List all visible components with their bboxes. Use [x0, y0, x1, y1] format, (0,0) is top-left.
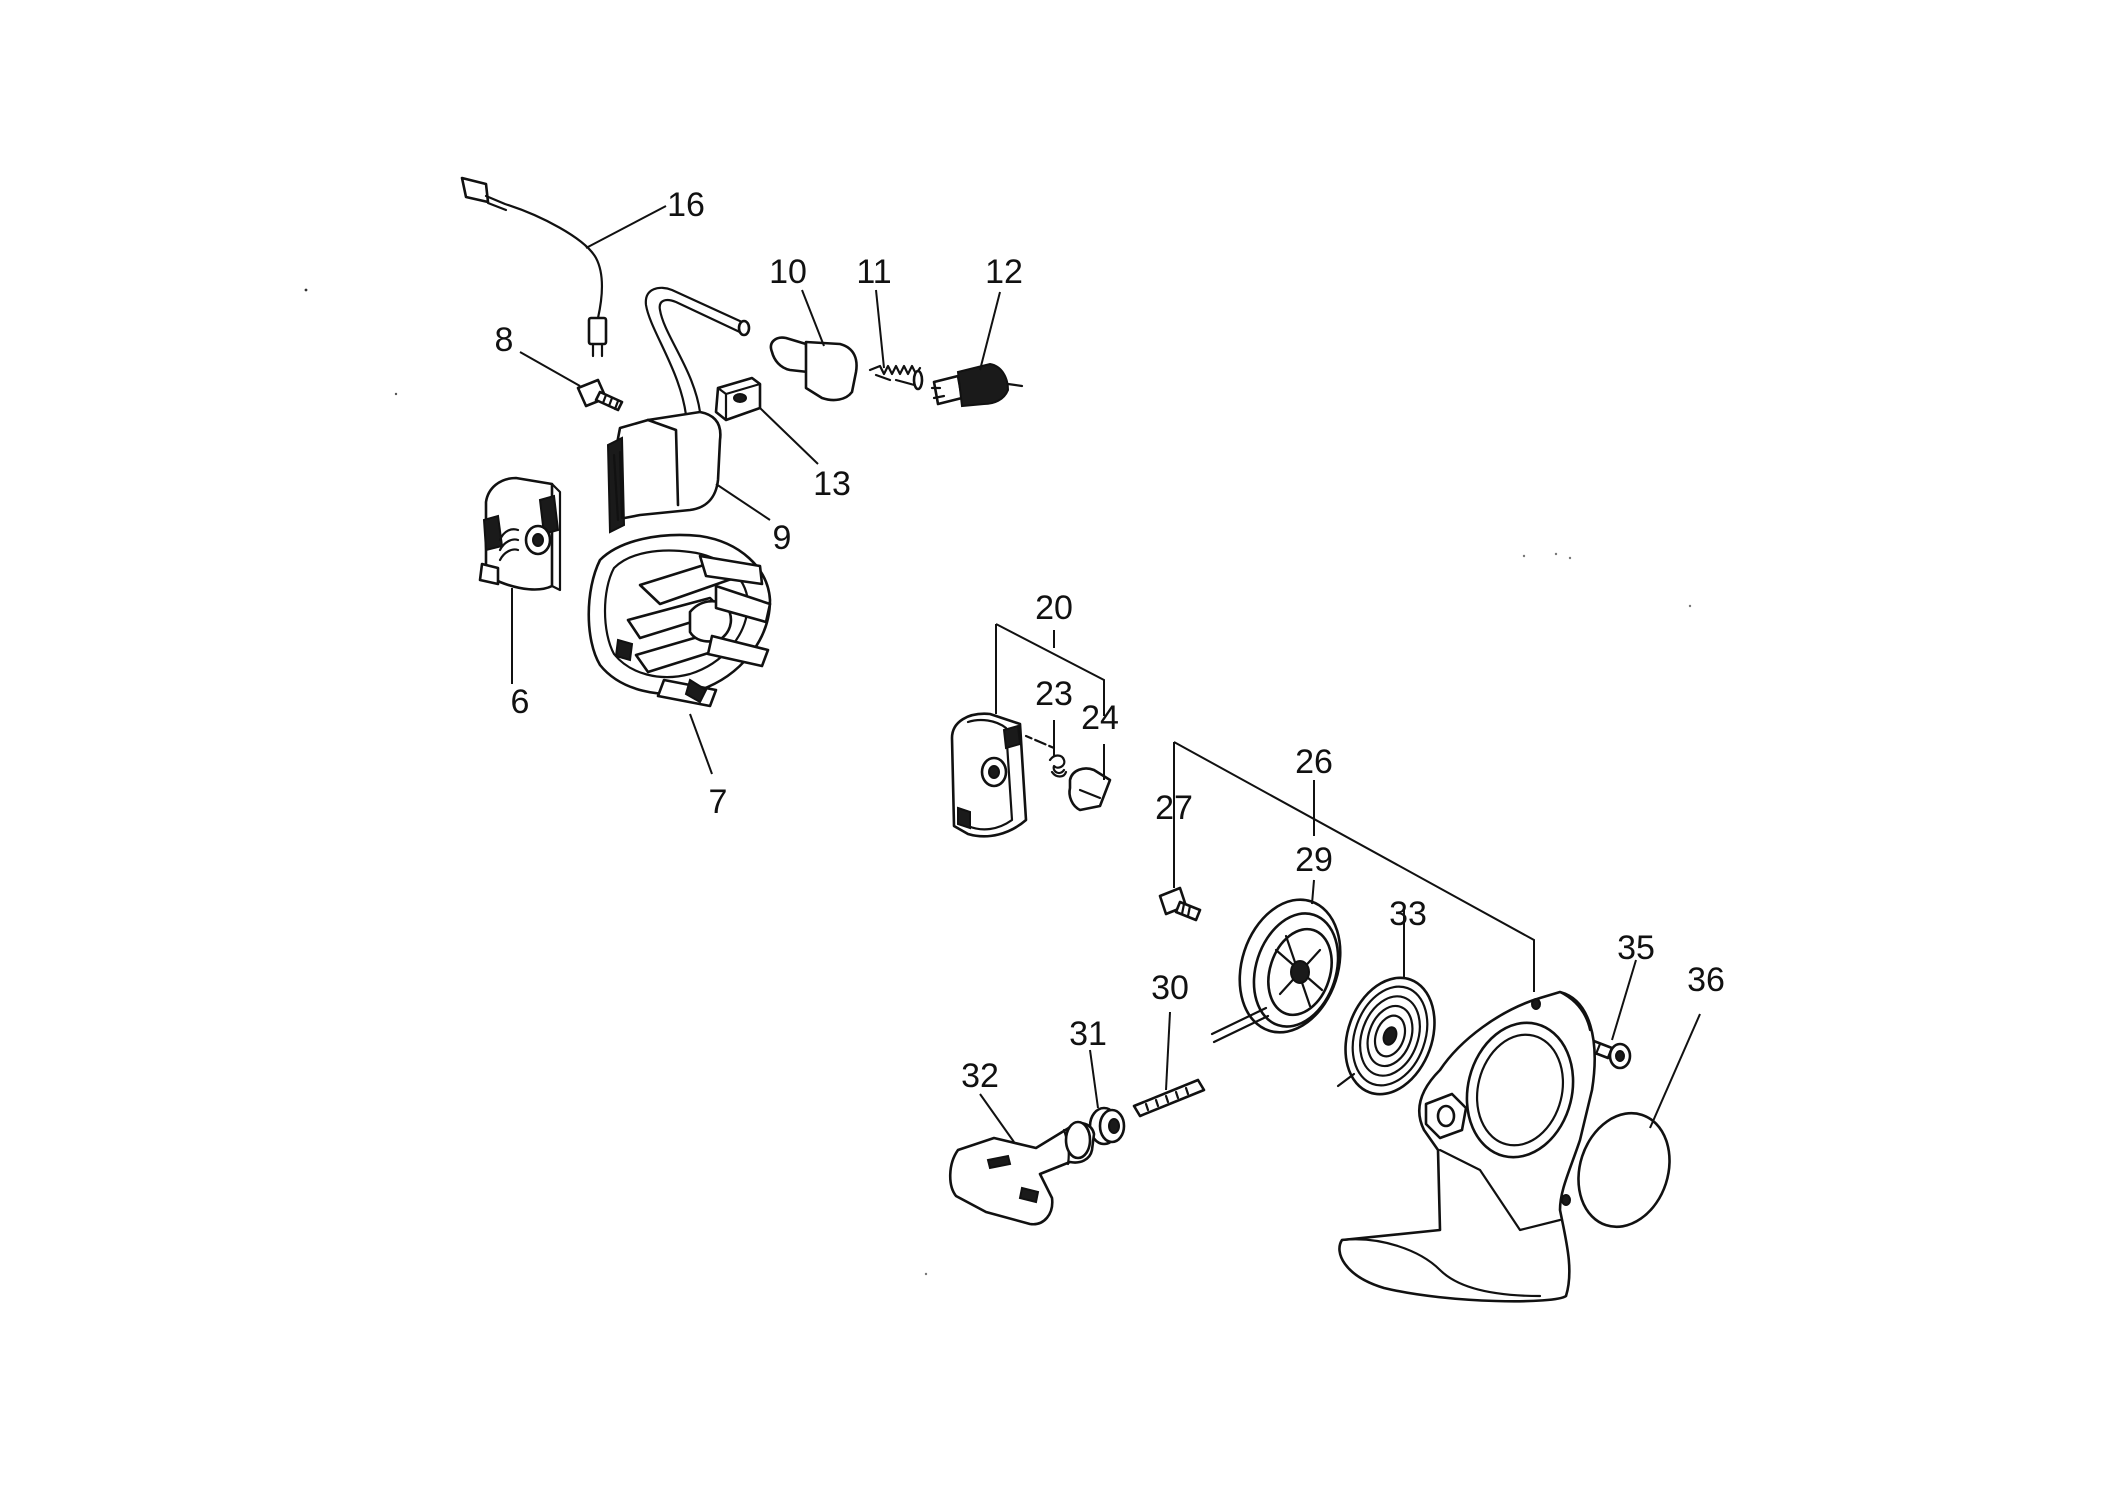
- callout-23: 23: [1035, 675, 1073, 713]
- part-33-recoil-spring: [1336, 976, 1436, 1096]
- part-31-grommet: [1088, 1106, 1126, 1146]
- part-10-plug-cap: [769, 336, 858, 402]
- part-24-pawl: [1068, 767, 1112, 812]
- callout-9: 9: [772, 519, 792, 557]
- part-12-spark-plug: [930, 362, 1024, 408]
- part-29-pulley: [1210, 898, 1342, 1044]
- callout-27: 27: [1155, 789, 1193, 827]
- callout-29: 29: [1295, 841, 1333, 879]
- callout-10: 10: [769, 253, 807, 291]
- callout-7: 7: [708, 783, 728, 821]
- callout-35: 35: [1617, 929, 1655, 967]
- part-6-clutch: [478, 476, 562, 592]
- part-36-disc: [1577, 1111, 1671, 1229]
- part-13-block: [714, 376, 762, 422]
- callout-6: 6: [510, 683, 530, 721]
- part-8-screw: [576, 378, 624, 412]
- part-23-spring: [1048, 754, 1068, 778]
- callout-20: 20: [1035, 589, 1073, 627]
- part-20-pawl-carrier: [950, 712, 1056, 838]
- callout-12: 12: [985, 253, 1023, 291]
- part-30-pin: [1132, 1078, 1206, 1118]
- part-9-ignition-coil: [606, 286, 751, 534]
- callout-30: 30: [1151, 969, 1189, 1007]
- callout-8: 8: [494, 321, 514, 359]
- callout-36: 36: [1687, 961, 1725, 999]
- leader-lines: [511, 205, 1701, 1143]
- starter-housing: [1338, 990, 1596, 1303]
- scan-specks: [304, 288, 1692, 1276]
- callout-24: 24: [1081, 699, 1119, 737]
- part-32-handle: [948, 1120, 1096, 1226]
- callout-26: 26: [1295, 743, 1333, 781]
- part-27-screw: [1158, 886, 1202, 922]
- callout-16: 16: [667, 186, 705, 224]
- part-11-spring: [868, 364, 924, 391]
- callout-33: 33: [1389, 895, 1427, 933]
- part-7-flywheel: [587, 533, 772, 708]
- callout-11: 11: [856, 253, 892, 291]
- callout-32: 32: [961, 1057, 999, 1095]
- callout-13: 13: [813, 465, 851, 503]
- callout-31: 31: [1069, 1015, 1107, 1053]
- part-16-lead-wire: [460, 176, 608, 358]
